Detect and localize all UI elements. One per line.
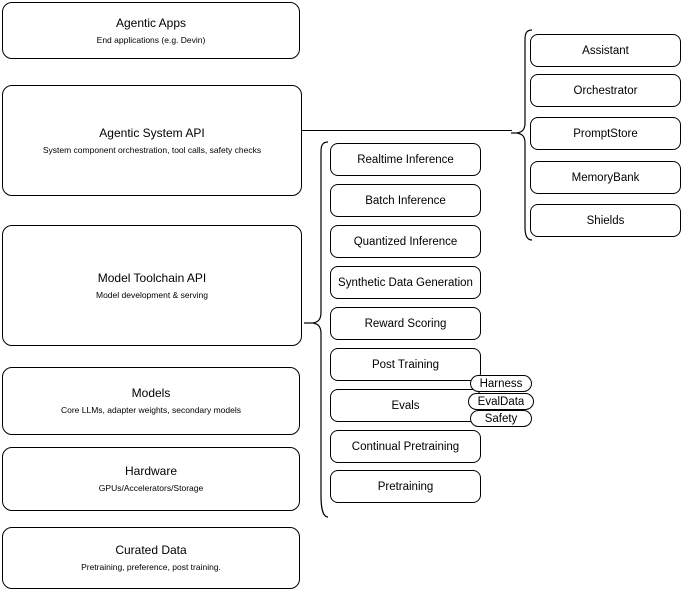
capability-batch-inference[interactable]: Batch Inference — [330, 184, 481, 217]
capability-continual-pretraining[interactable]: Continual Pretraining — [330, 430, 481, 463]
stack-layer-hardware[interactable]: Hardware GPUs/Accelerators/Storage — [2, 447, 300, 511]
stack-layer-title: Model Toolchain API — [97, 270, 207, 285]
capability-label: Quantized Inference — [353, 235, 458, 248]
stack-layer-agentic-apps[interactable]: Agentic Apps End applications (e.g. Devi… — [2, 2, 300, 59]
stack-layer-subtitle: GPUs/Accelerators/Storage — [98, 483, 204, 494]
eval-tag-label: Harness — [479, 377, 523, 390]
stack-layer-subtitle: System component orchestration, tool cal… — [42, 144, 262, 155]
capability-synthetic-data-generation[interactable]: Synthetic Data Generation — [330, 266, 481, 299]
component-assistant[interactable]: Assistant — [530, 34, 681, 67]
stack-layer-title: Models — [131, 386, 171, 401]
eval-tag-label: EvalData — [477, 395, 525, 408]
stack-layer-models[interactable]: Models Core LLMs, adapter weights, secon… — [2, 367, 300, 435]
capability-label: Realtime Inference — [357, 153, 454, 166]
component-label: Shields — [586, 214, 625, 227]
eval-tag-label: Safety — [484, 412, 518, 425]
component-shields[interactable]: Shields — [530, 204, 681, 237]
capability-pretraining[interactable]: Pretraining — [330, 470, 481, 503]
component-promptstore[interactable]: PromptStore — [530, 117, 681, 150]
stack-layer-title: Agentic Apps — [115, 15, 187, 30]
capability-label: Batch Inference — [365, 194, 446, 207]
stack-layer-agentic-system-api[interactable]: Agentic System API System component orch… — [2, 85, 302, 196]
stack-layer-title: Curated Data — [115, 543, 187, 558]
capability-label: Synthetic Data Generation — [338, 276, 473, 289]
stack-layer-subtitle: Model development & serving — [96, 289, 208, 300]
capability-evals[interactable]: Evals — [330, 389, 481, 422]
component-label: Orchestrator — [573, 84, 638, 97]
component-label: MemoryBank — [571, 171, 640, 184]
capability-label: Reward Scoring — [364, 317, 447, 330]
capability-realtime-inference[interactable]: Realtime Inference — [330, 143, 481, 176]
capability-quantized-inference[interactable]: Quantized Inference — [330, 225, 481, 258]
connector-agentic-system-api-to-components — [302, 130, 512, 131]
capability-label: Continual Pretraining — [351, 440, 460, 453]
brace-model-toolchain — [304, 141, 329, 518]
stack-layer-title: Hardware — [124, 464, 178, 479]
capability-post-training[interactable]: Post Training — [330, 348, 481, 381]
component-label: PromptStore — [573, 127, 638, 140]
capability-label: Evals — [391, 399, 420, 412]
capability-label: Pretraining — [377, 480, 434, 493]
capability-label: Post Training — [371, 358, 440, 371]
eval-tag-safety[interactable]: Safety — [470, 410, 532, 427]
capability-reward-scoring[interactable]: Reward Scoring — [330, 307, 481, 340]
stack-layer-curated-data[interactable]: Curated Data Pretraining, preference, po… — [2, 527, 300, 589]
stack-layer-subtitle: Core LLMs, adapter weights, secondary mo… — [60, 405, 241, 416]
stack-layer-title: Agentic System API — [99, 125, 205, 140]
eval-tag-evaldata[interactable]: EvalData — [468, 393, 534, 410]
stack-layer-model-toolchain-api[interactable]: Model Toolchain API Model development & … — [2, 225, 302, 346]
component-memorybank[interactable]: MemoryBank — [530, 161, 681, 194]
stack-layer-subtitle: End applications (e.g. Devin) — [96, 34, 206, 45]
component-orchestrator[interactable]: Orchestrator — [530, 74, 681, 107]
stack-layer-subtitle: Pretraining, preference, post training. — [81, 562, 221, 573]
component-label: Assistant — [582, 44, 629, 57]
eval-tag-harness[interactable]: Harness — [470, 375, 532, 392]
